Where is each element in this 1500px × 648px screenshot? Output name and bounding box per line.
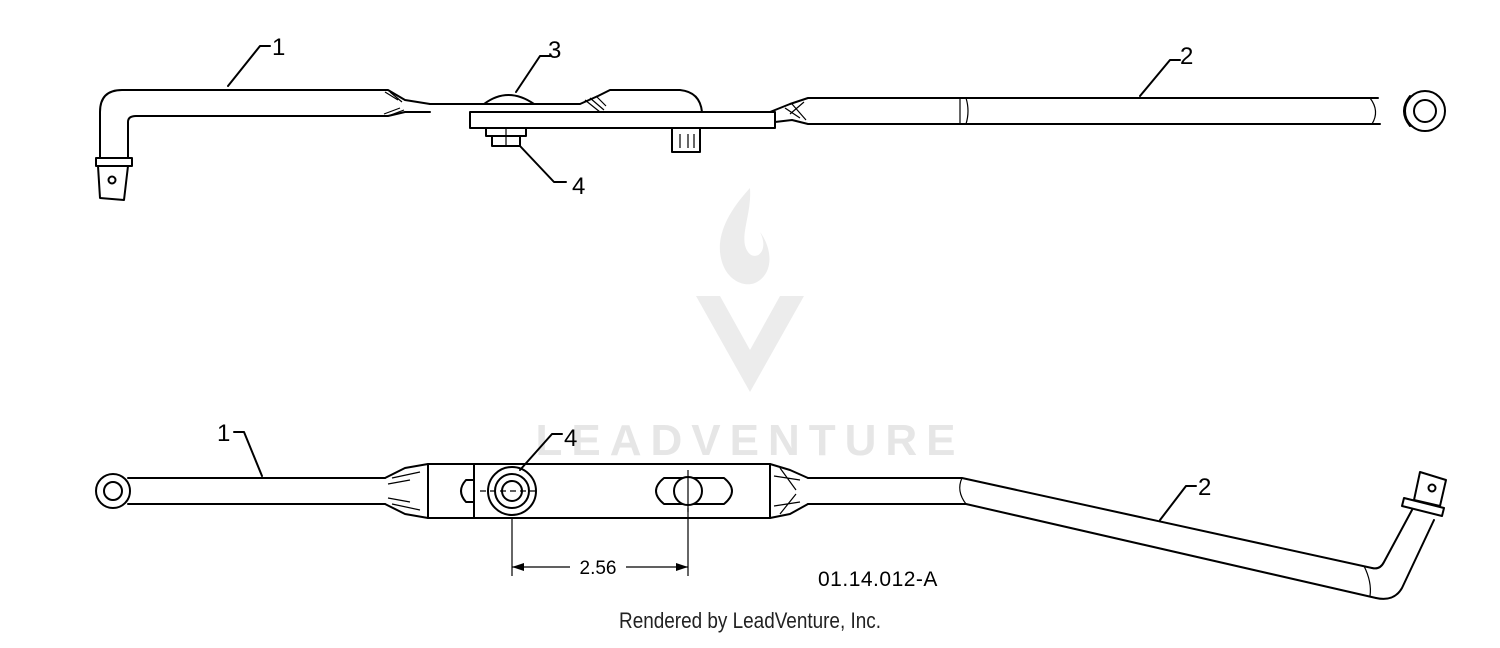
callout-label: 2 <box>1198 474 1211 501</box>
watermark-text: LEADVENTURE <box>535 416 964 465</box>
callout-label: 4 <box>572 173 585 200</box>
callout-label: 1 <box>217 420 230 447</box>
bottom-view-assembly <box>95 463 1447 600</box>
bottom-callouts: 1 4 2 <box>217 420 1211 521</box>
top-callouts: 1 3 2 4 <box>227 34 1193 200</box>
render-credit: Rendered by LeadVenture, Inc. <box>619 608 881 633</box>
top-view-assembly <box>95 89 1446 201</box>
watermark-logo-icon <box>696 188 804 392</box>
callout-label: 3 <box>548 37 561 64</box>
drawing-code: 01.14.012-A <box>818 568 938 591</box>
callout-label: 4 <box>564 425 577 452</box>
callout-label: 2 <box>1180 43 1193 70</box>
dimension-2-56: 2.56 <box>511 508 689 579</box>
dimension-label: 2.56 <box>580 558 617 579</box>
callout-label: 1 <box>272 34 285 61</box>
